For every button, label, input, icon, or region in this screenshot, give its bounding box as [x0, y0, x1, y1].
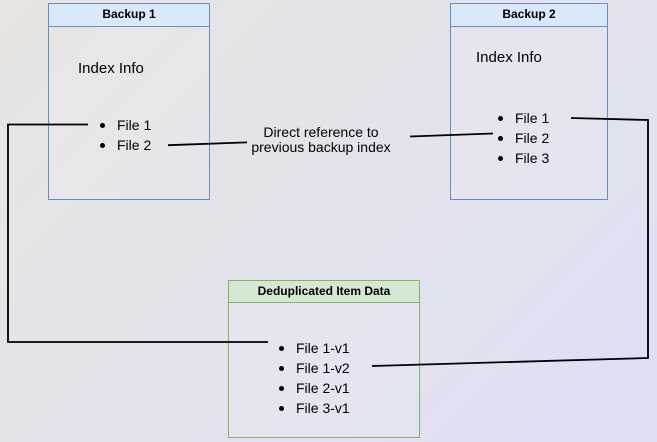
backup2-subtitle: Index Info — [476, 49, 542, 66]
list-item-file1-v2: File 1-v2 — [279, 360, 350, 376]
list-item-file2-v1: File 2-v1 — [279, 380, 350, 396]
list-item-file1: File 1 — [99, 117, 152, 133]
backup1-subtitle: Index Info — [78, 60, 144, 77]
backup2-box: Backup 2 Index Info File 1 File 2 File 3 — [450, 3, 608, 200]
backup1-file-list: File 1 File 2 — [99, 115, 152, 155]
list-item-file1: File 1 — [497, 110, 550, 126]
edge-label-line2: previous backup index — [251, 139, 391, 155]
dedup-title: Deduplicated Item Data — [229, 281, 419, 303]
list-item-file2: File 2 — [99, 137, 152, 153]
list-item-file3-v1: File 3-v1 — [279, 400, 350, 416]
backup2-title: Backup 2 — [451, 4, 607, 27]
backup1-box: Backup 1 Index Info File 1 File 2 — [48, 3, 210, 200]
dedup-file-list: File 1-v1 File 1-v2 File 2-v1 File 3-v1 — [279, 338, 350, 418]
backup2-file-list: File 1 File 2 File 3 — [497, 108, 550, 168]
list-item-file1-v1: File 1-v1 — [279, 340, 350, 356]
dedup-box: Deduplicated Item Data File 1-v1 File 1-… — [228, 280, 420, 438]
backup1-title: Backup 1 — [49, 4, 209, 27]
edge-label-direct-reference: Direct reference to previous backup inde… — [232, 125, 410, 155]
edge-label-line1: Direct reference to — [263, 124, 379, 140]
list-item-file2: File 2 — [497, 130, 550, 146]
list-item-file3: File 3 — [497, 150, 550, 166]
